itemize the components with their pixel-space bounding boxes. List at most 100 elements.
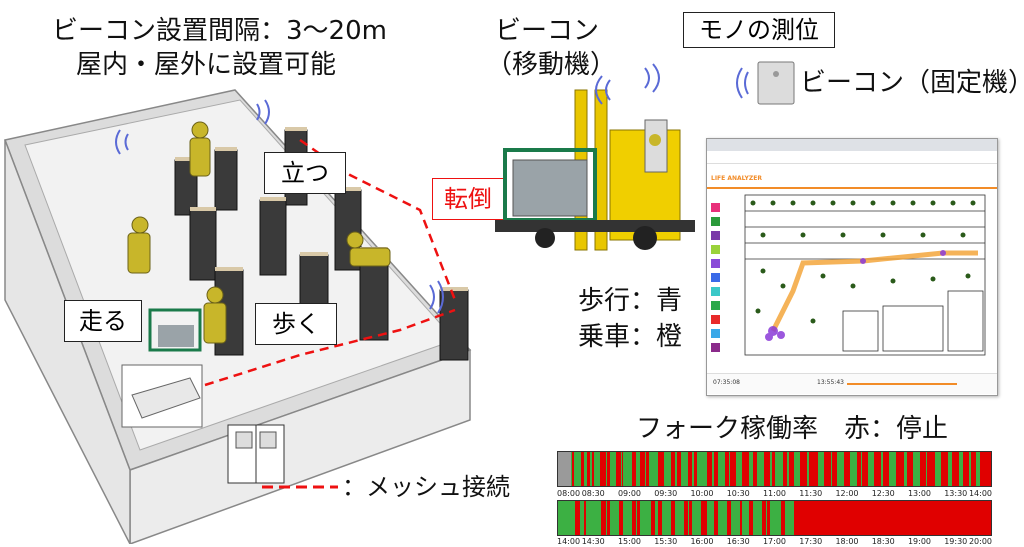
- running-segment: [926, 452, 928, 486]
- running-segment: [748, 452, 753, 486]
- time-tick-label: 09:30: [654, 489, 678, 498]
- running-segment: [696, 452, 708, 486]
- running-segment: [570, 452, 573, 486]
- running-segment: [664, 452, 671, 486]
- running-segment: [711, 452, 714, 486]
- time-tick-label: 15:00: [617, 537, 642, 546]
- running-segment: [947, 452, 953, 486]
- running-segment: [830, 452, 833, 486]
- beacon-interval-text: ビーコン設置間隔：3〜20m: [52, 16, 387, 46]
- running-segment: [692, 452, 694, 486]
- running-segment: [752, 501, 762, 535]
- time-tick-label: 12:30: [871, 489, 895, 498]
- running-segment: [880, 452, 883, 486]
- running-segment: [573, 452, 581, 486]
- utilization-title: フォーク稼働率 赤：停止: [636, 414, 949, 444]
- running-segment: [731, 501, 740, 535]
- running-segment: [861, 452, 863, 486]
- running-segment: [806, 452, 810, 486]
- label-fall: 転倒: [432, 178, 504, 220]
- app-logo: LIFE ANALYZER: [711, 175, 762, 182]
- playback-bar: 07:35:08 13:55:43: [707, 373, 997, 394]
- running-segment: [622, 452, 633, 486]
- time-tick-label: 14:00: [968, 489, 992, 498]
- time-tick-label: 20:00: [968, 537, 992, 546]
- time-tick-label: 10:30: [726, 489, 750, 498]
- running-segment: [757, 452, 764, 486]
- running-segment: [742, 501, 749, 535]
- nodata-segment: [558, 452, 571, 486]
- running-segment: [593, 452, 601, 486]
- fixed-beacon-icon: [736, 61, 795, 105]
- ride-legend: 乗車：橙: [578, 322, 683, 352]
- time-tick-label: 14:00: [557, 537, 581, 546]
- running-segment: [687, 501, 690, 535]
- running-segment: [913, 452, 920, 486]
- warehouse-diagram: ビーコン設置間隔：3〜20m 屋内・屋外に設置可能 立つ 転倒 走る 歩く ：メ…: [3, 16, 510, 544]
- floor-map: [744, 194, 986, 356]
- browser-urlbar: [707, 151, 997, 164]
- running-segment: [934, 452, 942, 486]
- time-tick-label: 18:30: [871, 537, 895, 546]
- running-segment: [635, 452, 641, 486]
- running-segment: [718, 501, 727, 535]
- running-segment: [837, 452, 844, 486]
- playback-end-time: 13:55:43: [817, 379, 844, 386]
- running-segment: [975, 452, 981, 486]
- browser-tabbar: [707, 139, 997, 151]
- running-segment: [707, 501, 714, 535]
- app-screenshot: LIFE ANALYZER: [706, 138, 998, 396]
- time-tick-label: 18:00: [835, 537, 859, 546]
- running-segment: [635, 501, 638, 535]
- install-location-text: 屋内・屋外に設置可能: [76, 50, 337, 80]
- positioning-title: モノの測位: [683, 12, 835, 48]
- fixed-beacon-label: ビーコン（固定機）: [800, 68, 1024, 98]
- running-segment: [674, 501, 684, 535]
- running-segment: [793, 452, 801, 486]
- time-tick-label: 19:00: [907, 537, 932, 546]
- time-tick-label: 11:00: [762, 489, 787, 498]
- time-tick-label: 16:00: [690, 537, 714, 546]
- forklift-beacon-subtitle: （移動機）: [486, 50, 617, 80]
- mesh-legend-text: ：メッシュ接続: [342, 473, 510, 501]
- time-tick-label: 10:00: [690, 489, 714, 498]
- running-segment: [787, 452, 789, 486]
- time-tick-label: 09:00: [617, 489, 642, 498]
- time-tick-label: 11:30: [799, 489, 823, 498]
- running-segment: [735, 452, 742, 486]
- running-segment: [648, 452, 659, 486]
- running-segment: [681, 452, 688, 486]
- time-tick-label: 16:30: [726, 537, 750, 546]
- label-walk: 歩く: [255, 303, 337, 345]
- playback-start-time: 07:35:08: [713, 379, 740, 386]
- forklift-illustration: [495, 63, 695, 251]
- time-tick-label: 15:30: [654, 537, 678, 546]
- time-tick-label: 14:30: [581, 537, 605, 546]
- color-legend-panel: [709, 195, 739, 360]
- running-segment: [590, 452, 592, 486]
- label-run: 走る: [64, 300, 142, 342]
- playback-progress: [847, 383, 957, 385]
- walk-legend: 歩行：青: [578, 286, 683, 316]
- running-segment: [609, 501, 619, 535]
- running-segment: [586, 501, 602, 535]
- running-segment: [850, 452, 857, 486]
- forklift-beacon-title: ビーコン: [495, 16, 600, 46]
- running-segment: [661, 501, 671, 535]
- running-segment: [770, 501, 781, 535]
- running-segment: [558, 501, 576, 535]
- running-segment: [817, 452, 825, 486]
- utilization-bar-row2: [557, 500, 992, 536]
- time-tick-label: 19:30: [944, 537, 968, 546]
- running-segment: [605, 452, 607, 486]
- running-segment: [770, 452, 773, 486]
- running-segment: [774, 452, 784, 486]
- running-segment: [958, 452, 963, 486]
- running-segment: [622, 501, 632, 535]
- running-segment: [969, 452, 971, 486]
- running-segment: [765, 501, 768, 535]
- running-segment: [620, 452, 623, 486]
- running-segment: [674, 452, 678, 486]
